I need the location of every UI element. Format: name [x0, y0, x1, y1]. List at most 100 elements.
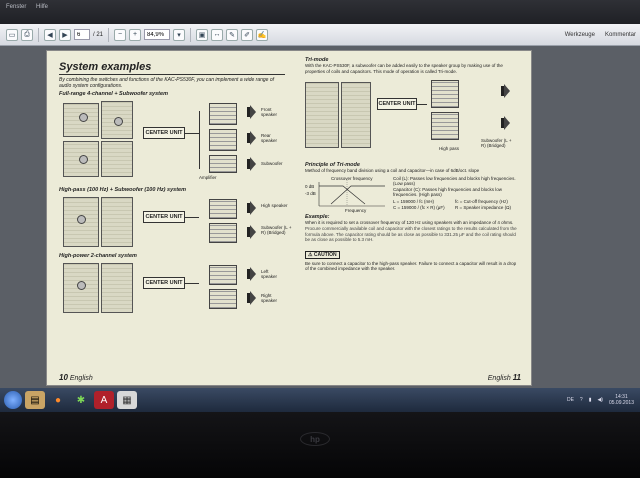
label-amplifier: Amplifier — [199, 175, 217, 180]
wire — [185, 217, 199, 218]
highlight-icon[interactable]: ✐ — [241, 28, 254, 41]
example-heading: Example: — [305, 213, 330, 220]
comment-icon[interactable]: ✎ — [226, 28, 239, 41]
page-lang-right: English — [487, 375, 511, 382]
section-title: System examples — [59, 61, 285, 75]
help-icon[interactable]: ? — [579, 397, 583, 403]
explorer-icon[interactable]: ▤ — [25, 391, 45, 409]
amp-block — [209, 129, 237, 151]
wire — [185, 283, 199, 284]
formula-c: C = 159000 / (fc × R) (μF) — [393, 204, 445, 210]
amplifier-unit — [101, 263, 133, 313]
label-subwoofer-bridged: Subwoofer (L + R) (Bridged) — [481, 138, 512, 148]
next-page-icon[interactable]: ▶ — [59, 28, 71, 41]
switch-knob — [114, 117, 123, 126]
label-front-speaker: Front speaker — [261, 107, 278, 117]
tools-tab[interactable]: Werkzeuge — [564, 31, 595, 38]
language-indicator[interactable]: DE — [566, 397, 574, 403]
page-footer-left: 10 English — [59, 373, 93, 382]
fc-definition: fc = Cut-off frequency (Hz) — [455, 198, 508, 204]
zoom-out-icon[interactable]: − — [114, 28, 127, 41]
label-subwoofer: Subwoofer — [261, 161, 283, 166]
label-frequency: Frequency — [345, 207, 367, 213]
menu-item-fenster[interactable]: Fenster — [6, 4, 27, 10]
clock-date: 05.09.2013 — [608, 400, 634, 406]
speaker-icon — [247, 267, 257, 281]
menu-bar: Fenster Hilfe — [0, 0, 640, 24]
start-button-icon[interactable] — [4, 391, 22, 409]
wire — [417, 104, 427, 105]
clock[interactable]: 14:31 05.09.2013 — [609, 394, 634, 406]
clock-time: 14:31 — [615, 394, 628, 400]
page-total: / 21 — [93, 31, 104, 38]
amp-block — [209, 223, 237, 243]
intro-text: By combining the switches and functions … — [59, 77, 275, 89]
menu-item-hilfe[interactable]: Hilfe — [36, 4, 49, 10]
app-icon[interactable]: ✱ — [76, 394, 86, 406]
tri-mode-text: With the KAC-PS530F, a subwoofer can be … — [305, 63, 503, 74]
coil-text: Coil (L): Passes low frequencies and blo… — [393, 175, 516, 187]
windows-taskbar: ▤ ● ✱ A ▦ DE ? ▮ ◀) 14:31 05.09.2013 — [0, 388, 640, 412]
zoom-dropdown-icon[interactable]: ▾ — [173, 28, 186, 41]
fit-width-icon[interactable]: ↔ — [211, 28, 224, 41]
network-icon[interactable]: ▮ — [588, 397, 592, 403]
amplifier-unit — [341, 82, 371, 148]
label-subwoofer-bridged: Subwoofer (L + R) (Bridged) — [261, 225, 292, 235]
document-icon[interactable]: ▦ — [117, 391, 137, 409]
subwoofer-icon — [247, 225, 257, 239]
switch-knob — [77, 281, 86, 290]
center-unit-box: CENTER UNIT — [143, 127, 185, 139]
label-high-pass: High pass — [439, 146, 460, 151]
firefox-icon[interactable]: ● — [54, 394, 62, 406]
principle-heading: Principle of Tri-mode — [305, 162, 360, 168]
acrobat-icon[interactable]: A — [94, 391, 114, 409]
tri-mode-column: Tri-mode With the KAC-PS530F, a subwoofe… — [305, 57, 519, 272]
page-lang-left: English — [69, 375, 93, 382]
label-0db: 0 dB — [305, 183, 315, 189]
document-area[interactable]: System examples By combining the switche… — [0, 46, 640, 388]
crossover-graph-area: Crossover frequency 0 dB -3 dB Frequency… — [305, 176, 519, 214]
amplifier-unit — [63, 141, 99, 177]
subheading-full-range: Full-range 4-channel + Subwoofer system — [59, 91, 168, 97]
monitor-bezel: hp — [0, 412, 640, 478]
prev-page-icon[interactable]: ◀ — [44, 28, 56, 41]
comment-tab[interactable]: Kommentar — [604, 31, 636, 38]
page-number-left: 10 — [59, 373, 68, 382]
switch-knob — [79, 113, 88, 122]
fit-page-icon[interactable]: ▣ — [196, 28, 209, 41]
caution-label: CAUTION — [313, 251, 337, 258]
diagram-high-power: CENTER UNIT Left speaker Right speaker — [59, 261, 519, 317]
label-rear-speaker: Rear speaker — [261, 133, 278, 143]
volume-icon[interactable]: ◀) — [597, 397, 603, 403]
zoom-in-icon[interactable]: + — [129, 28, 142, 41]
r-definition: R = Speaker impedance (Ω) — [455, 204, 512, 210]
pdf-toolbar: ▭ ⎙ ◀ ▶ / 21 − + ▾ ▣ ↔ ✎ ✐ ✍ Werkzeuge K… — [0, 24, 640, 46]
example-text: When it is required to set a crossover f… — [305, 219, 514, 225]
amplifier-unit — [101, 141, 133, 177]
label-crossover: Crossover frequency — [331, 175, 373, 181]
switch-knob — [79, 155, 88, 164]
subwoofer-icon — [247, 157, 257, 171]
pdf-page: System examples By combining the switche… — [46, 50, 532, 386]
toolbar-divider — [190, 27, 192, 42]
sign-icon[interactable]: ✍ — [256, 28, 269, 41]
diagram-tri-mode: CENTER UNIT High pass Subwoofer (L + R) … — [305, 76, 519, 160]
zoom-input[interactable] — [144, 29, 171, 40]
amp-block — [209, 155, 237, 173]
speaker-icon — [501, 84, 511, 98]
label-right-speaker: Right speaker — [261, 293, 278, 303]
wire — [185, 133, 199, 134]
diagram-high-pass: CENTER UNIT High speaker Subwoofer (L + … — [59, 195, 519, 251]
page-number-input[interactable] — [74, 29, 90, 40]
caution-badge: ⚠ CAUTION — [305, 250, 340, 259]
amp-block — [209, 289, 237, 309]
amplifier-unit — [305, 82, 339, 148]
tri-mode-heading: Tri-mode — [305, 57, 329, 63]
monitor-screen: Fenster Hilfe ▭ ⎙ ◀ ▶ / 21 − + ▾ ▣ ↔ ✎ ✐… — [0, 0, 640, 412]
print-icon[interactable]: ⎙ — [21, 28, 33, 41]
label-left-speaker: Left speaker — [261, 269, 278, 279]
hp-logo: hp — [300, 432, 330, 446]
open-icon[interactable]: ▭ — [6, 28, 18, 41]
speaker-icon — [247, 291, 257, 305]
toolbar-divider — [38, 27, 39, 42]
